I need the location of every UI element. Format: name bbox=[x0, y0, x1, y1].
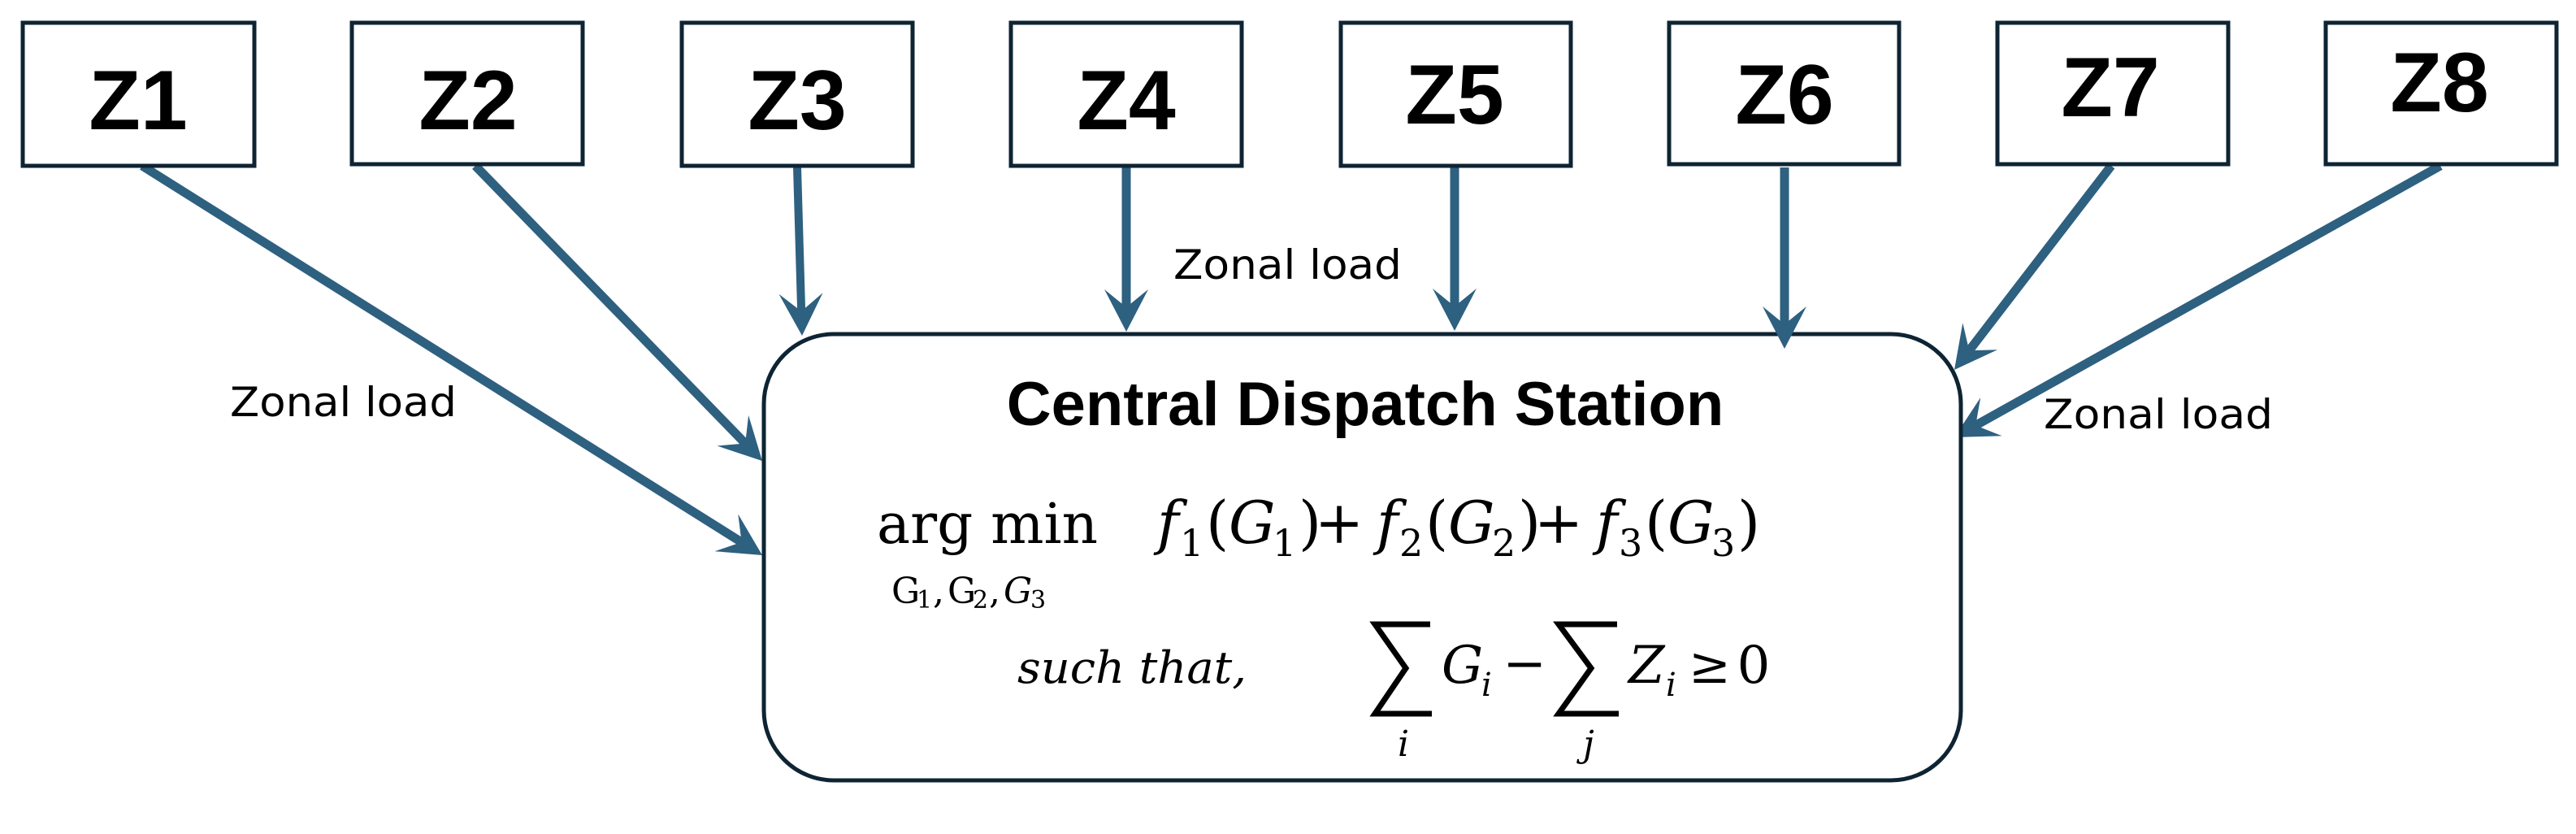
zone-label: Z7 bbox=[2061, 41, 2159, 135]
sum-symbol-2-icon: ∑ bbox=[1553, 621, 1619, 717]
arrowhead-icon bbox=[1763, 306, 1806, 349]
zone-box bbox=[20, 20, 257, 168]
arrow-z5-to-central bbox=[1433, 167, 1477, 331]
arrowhead-icon bbox=[1954, 397, 2002, 437]
argmin-operator: arg min bbox=[877, 493, 1098, 557]
zone-box bbox=[349, 20, 585, 167]
central-dispatch-node[interactable]: Central Dispatch Station arg min G 1 , G… bbox=[761, 332, 1963, 783]
zone-arrows-front bbox=[1763, 167, 1806, 349]
plus-1: + bbox=[1315, 489, 1364, 557]
f3-close: ) bbox=[1737, 489, 1760, 557]
zone-node-z4[interactable]: Z4 bbox=[1008, 20, 1244, 168]
f2-arg-sub: 2 bbox=[1492, 521, 1516, 565]
zone-node-z5[interactable]: Z5 bbox=[1338, 20, 1573, 168]
var-sep2: , bbox=[989, 571, 1000, 612]
zone-node-z7[interactable]: Z7 bbox=[1995, 20, 2231, 167]
zone-label: Z4 bbox=[1077, 54, 1176, 148]
f1-close: ) bbox=[1299, 489, 1321, 557]
term2-var: Z bbox=[1627, 636, 1666, 696]
arrow-z4-to-central bbox=[1104, 167, 1148, 332]
plus-2: + bbox=[1534, 489, 1583, 557]
zone-node-z8[interactable]: Z8 bbox=[2323, 20, 2559, 167]
arrow-z2-to-central bbox=[472, 163, 762, 461]
arrowhead-icon bbox=[778, 293, 823, 336]
var-g1-sub: 1 bbox=[917, 586, 932, 615]
zone-label: Z3 bbox=[748, 54, 846, 148]
term1-var: G bbox=[1442, 636, 1483, 696]
objective-formula: arg min G 1 , G 2 , G 3 f 1 ( G 1 ) + bbox=[877, 489, 1760, 615]
objective-sum: f 1 ( G 1 ) + f 2 ( G 2 ) + f 3 ( G 3 bbox=[1153, 489, 1760, 565]
zone-label: Z8 bbox=[2390, 36, 2488, 130]
zone-box bbox=[1995, 20, 2231, 167]
zone-arrows bbox=[140, 162, 2443, 555]
var-g3: G bbox=[1004, 571, 1032, 612]
arrow-z3-to-central bbox=[778, 167, 823, 336]
minus-sign: − bbox=[1503, 634, 1546, 694]
f2-sub: 2 bbox=[1399, 521, 1423, 565]
zone-label: Z5 bbox=[1405, 48, 1503, 142]
zone-box bbox=[679, 20, 915, 168]
arrow-z6-to-central bbox=[1763, 167, 1806, 349]
zone-box bbox=[1338, 20, 1573, 168]
zone-node-z2[interactable]: Z2 bbox=[349, 20, 585, 167]
edge-label-right: Zonal load bbox=[2044, 391, 2273, 438]
arrowhead-icon bbox=[1104, 289, 1148, 332]
f3-open: ( bbox=[1645, 489, 1667, 557]
zone-node-z6[interactable]: Z6 bbox=[1667, 20, 1902, 167]
f3-arg: G bbox=[1667, 489, 1715, 557]
f1-arg-sub: 1 bbox=[1273, 521, 1296, 565]
var-g1: G bbox=[891, 571, 920, 612]
arrow-shaft bbox=[793, 167, 806, 314]
rhs-value: 0 bbox=[1737, 636, 1771, 696]
arrow-shaft bbox=[472, 163, 750, 448]
zone-label: Z6 bbox=[1735, 48, 1833, 142]
argmin-variables: G 1 , G 2 , G 3 bbox=[891, 571, 1046, 615]
var-g3-sub: 3 bbox=[1030, 586, 1046, 615]
f1-open: ( bbox=[1206, 489, 1229, 557]
f1-sub: 1 bbox=[1180, 521, 1203, 565]
zone-node-z1[interactable]: Z1 bbox=[20, 20, 257, 168]
f3-sub: 3 bbox=[1619, 521, 1642, 565]
central-box bbox=[761, 332, 1963, 783]
zone-row: Z1 Z2 Z3 Z4 Z5 Z6 Z7 Z8 bbox=[20, 20, 2559, 168]
arrow-shaft bbox=[1971, 162, 2443, 431]
arrow-z8-to-central bbox=[1954, 162, 2443, 437]
zone-label: Z2 bbox=[418, 54, 517, 148]
zone-box bbox=[2323, 20, 2559, 167]
f3-arg-sub: 3 bbox=[1711, 521, 1735, 565]
arrow-z7-to-central bbox=[1954, 163, 2115, 370]
constraint-formula: such that, ∑ ∑ i j G i − Z i ≥ 0 bbox=[1017, 621, 1771, 765]
term2-sub: i bbox=[1666, 667, 1676, 704]
f1-arg: G bbox=[1229, 489, 1276, 557]
arrowhead-icon bbox=[1433, 289, 1477, 331]
arrowhead-icon bbox=[1954, 323, 1998, 370]
edge-label-left: Zonal load bbox=[230, 379, 457, 426]
f2-open: ( bbox=[1425, 489, 1448, 557]
var-sep1: , bbox=[933, 571, 944, 612]
arrow-shaft bbox=[1964, 163, 2115, 355]
arrow-z1-to-central bbox=[140, 162, 762, 555]
zone-box bbox=[1667, 20, 1902, 167]
zone-label: Z1 bbox=[89, 54, 187, 148]
term1-sub: i bbox=[1481, 667, 1492, 704]
arrowhead-icon bbox=[714, 514, 762, 555]
relation-sign: ≥ bbox=[1689, 636, 1731, 695]
edge-label-top: Zonal load bbox=[1173, 241, 1402, 289]
zone-box bbox=[1008, 20, 1244, 168]
arrow-shaft bbox=[140, 162, 746, 547]
var-g2: G bbox=[948, 571, 976, 612]
constraint-prefix: such that, bbox=[1017, 642, 1247, 693]
arrowhead-icon bbox=[717, 415, 762, 461]
sum-symbol-1-icon: ∑ bbox=[1369, 621, 1432, 717]
f2-close: ) bbox=[1518, 489, 1541, 557]
central-title: Central Dispatch Station bbox=[1007, 370, 1724, 439]
f2-arg: G bbox=[1448, 489, 1495, 557]
zone-node-z3[interactable]: Z3 bbox=[679, 20, 915, 168]
sum-1-index: i bbox=[1398, 723, 1409, 765]
var-g2-sub: 2 bbox=[973, 586, 988, 615]
